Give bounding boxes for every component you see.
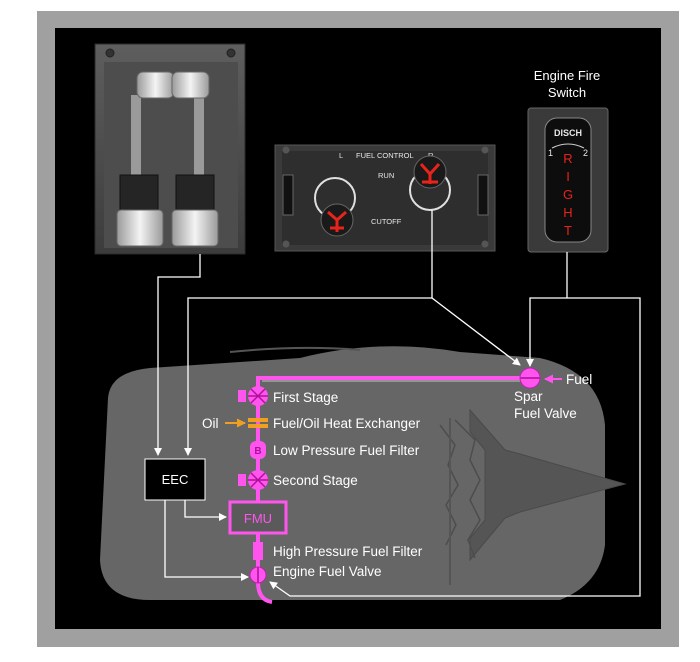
high-pressure-filter-icon xyxy=(253,542,263,560)
fire-switch-title-2: Switch xyxy=(548,85,586,100)
fire-pos-1: 1 xyxy=(548,148,553,158)
cutoff-label: CUTOFF xyxy=(371,217,402,226)
fuel-switch-to-spar-line xyxy=(431,297,521,366)
engine-turbine-blades-2 xyxy=(439,424,459,546)
eec-box xyxy=(144,458,206,501)
fire-switch-title-1: Engine Fire xyxy=(534,68,600,83)
thrust-lever-to-eec-line xyxy=(154,254,201,456)
spar-label-1: Spar xyxy=(514,389,543,404)
second-stage-pump-icon xyxy=(238,470,268,490)
oil-label: Oil xyxy=(202,416,219,431)
spar-label-2: Fuel Valve xyxy=(514,406,577,421)
fire-letter-g: G xyxy=(563,187,573,202)
engine-fuel-valve-label: Engine Fuel Valve xyxy=(273,564,382,579)
fuel-control-title: FUEL CONTROL xyxy=(356,151,414,160)
fuel-switch-to-eec-line xyxy=(184,297,432,456)
fire-switch-to-spar-line xyxy=(526,297,567,367)
fire-letter-r: R xyxy=(563,151,572,166)
lp-filter-label: Low Pressure Fuel Filter xyxy=(273,443,420,458)
right-throttle-handle[interactable] xyxy=(171,71,210,99)
fmu-label: FMU xyxy=(244,511,272,526)
hp-filter-label: High Pressure Fuel Filter xyxy=(273,544,423,559)
fire-switch-to-engine-valve-line xyxy=(269,297,641,597)
left-fuel-lever[interactable] xyxy=(116,209,164,247)
left-throttle-handle[interactable] xyxy=(136,71,175,99)
heat-exchanger-icon xyxy=(225,418,268,428)
fire-letter-i: I xyxy=(566,169,570,184)
disch-label: DISCH xyxy=(554,128,582,138)
low-pressure-filter-icon: B xyxy=(250,441,266,459)
fmu-box xyxy=(228,500,288,535)
second-stage-label: Second Stage xyxy=(273,473,358,488)
thrust-lever-quadrant[interactable] xyxy=(94,43,246,255)
right-fuel-lever[interactable] xyxy=(171,209,219,247)
run-label: RUN xyxy=(378,171,394,180)
engine-nozzle xyxy=(469,408,627,562)
fire-letter-t: T xyxy=(564,223,572,238)
eec-to-engine-valve-line xyxy=(164,500,249,581)
fire-letter-h: H xyxy=(563,205,572,220)
fuel-control-side-label: L xyxy=(339,151,343,160)
control-lines xyxy=(154,210,641,597)
fuel-line-system: B FMU xyxy=(225,367,562,604)
engine-fire-switch[interactable] xyxy=(544,117,592,243)
fire-pos-2: 2 xyxy=(583,148,588,158)
lp-filter-badge: B xyxy=(254,446,261,457)
eec-to-fmu-line xyxy=(184,500,227,521)
first-stage-pump-icon xyxy=(238,386,268,406)
heat-exchanger-label: Fuel/Oil Heat Exchanger xyxy=(273,416,421,431)
fuel-control-knob-label: R xyxy=(428,151,434,160)
engine-turbine-blades xyxy=(454,419,481,559)
engine-fire-switch-group: Engine Fire Switch DISCH 1 2 R I G H T xyxy=(527,68,609,253)
eec-label: EEC xyxy=(162,472,189,487)
first-stage-label: First Stage xyxy=(273,390,338,405)
fuel-label: Fuel xyxy=(566,372,592,387)
fuel-control-panel: L FUEL CONTROL R RUN CUTOFF xyxy=(274,144,496,252)
engine-top-line xyxy=(229,346,361,353)
